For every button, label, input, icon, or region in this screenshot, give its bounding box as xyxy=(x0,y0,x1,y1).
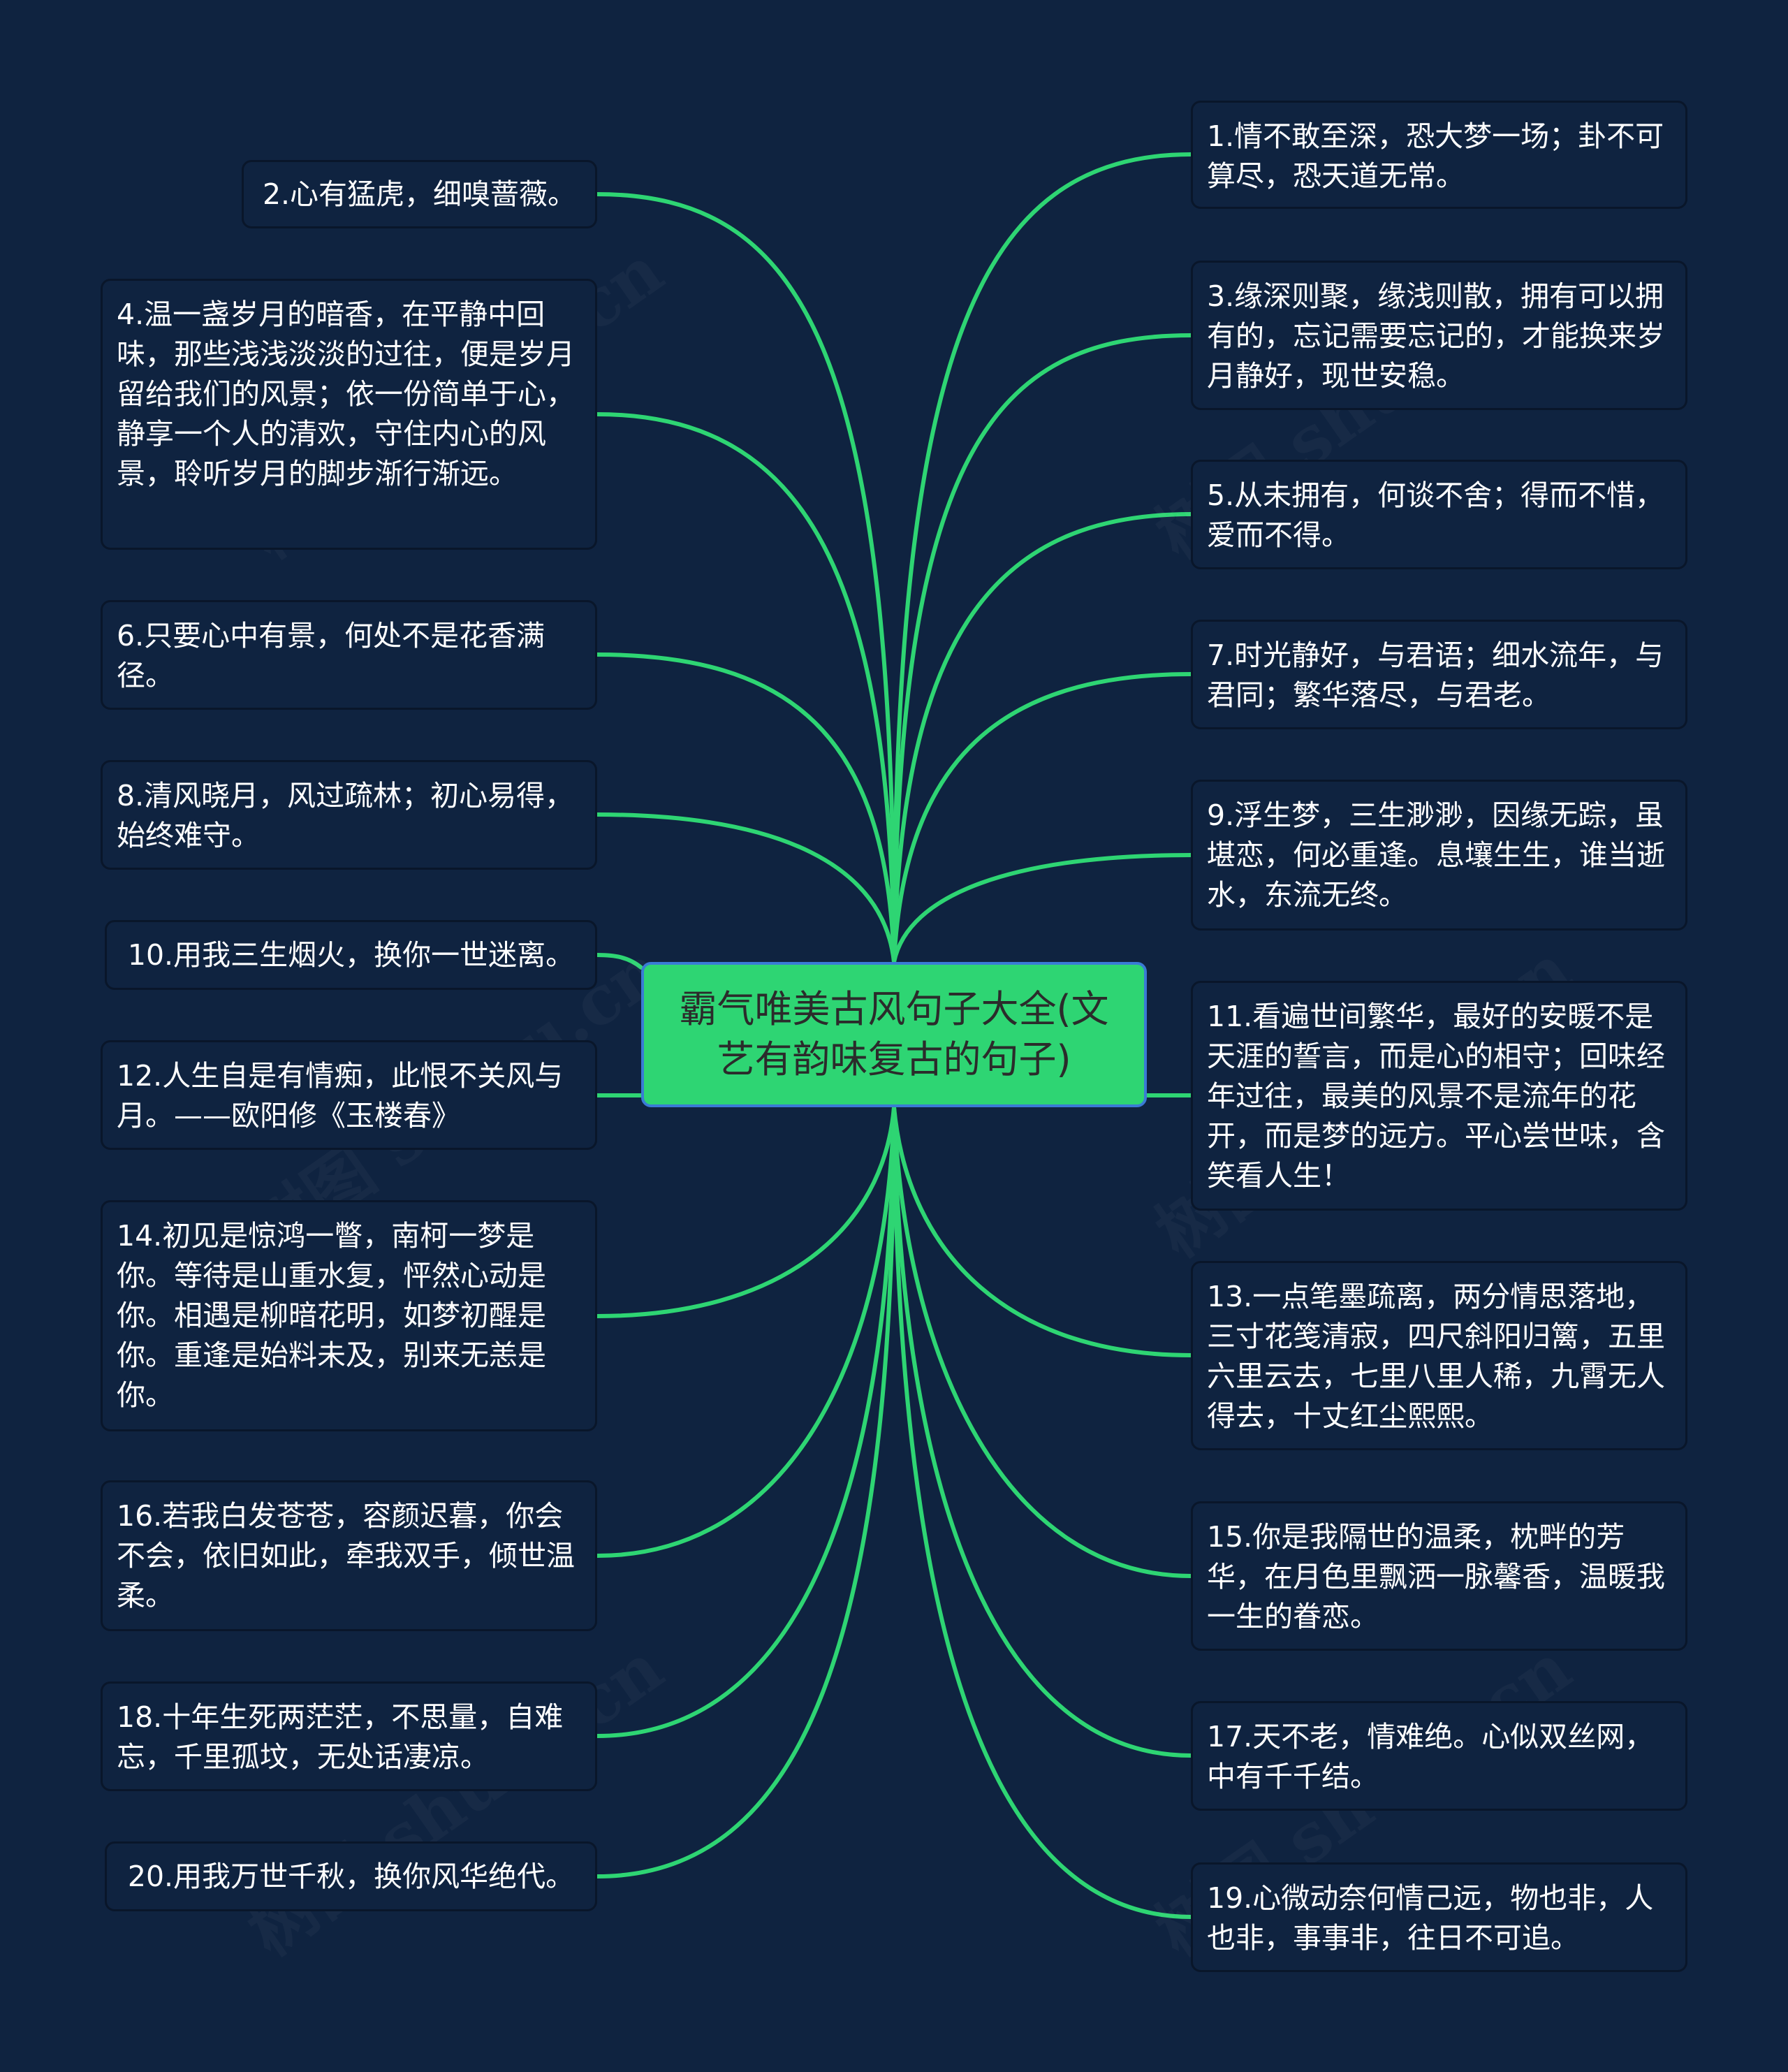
connector-10 xyxy=(595,953,643,970)
node-text: 5.从未拥有，何谈不舍；得而不惜，爱而不得。 xyxy=(1207,479,1664,552)
connector-13 xyxy=(892,1105,1193,1357)
node-text: 18.十年生死两茫茫，不思量，自难忘，千里孤坟，无处话凄凉。 xyxy=(117,1700,564,1774)
node-3[interactable]: 3.缘深则聚，缘浅则散，拥有可以拥有的，忘记需要忘记的，才能换来岁月静好，现世安… xyxy=(1191,261,1687,410)
node-9[interactable]: 9.浮生梦，三生渺渺，因缘无踪，虽堪恋，何必重逢。息壤生生，谁当逝水，东流无终。 xyxy=(1191,780,1687,931)
node-text: 19.心微动奈何情己远，物也非，人也非，事事非，往日不可追。 xyxy=(1207,1881,1654,1955)
central-topic-title: 霸气唯美古风句子大全(文艺有韵味复古的句子) xyxy=(679,987,1109,1081)
node-16[interactable]: 16.若我白发苍苍，容颜迟暮，你会不会，依旧如此，牵我双手，倾世温柔。 xyxy=(101,1480,597,1631)
connector-16 xyxy=(595,1105,896,1558)
node-text: 3.缘深则聚，缘浅则散，拥有可以拥有的，忘记需要忘记的，才能换来岁月静好，现世安… xyxy=(1207,279,1665,393)
node-text: 8.清风晓月，风过疏林；初心易得，始终难守。 xyxy=(117,779,574,852)
connector-15 xyxy=(892,1105,1193,1578)
node-4[interactable]: 4.温一盏岁月的暗香，在平静中回味，那些浅浅淡淡的过往，便是岁月留给我们的风景；… xyxy=(101,279,597,550)
connector-2 xyxy=(595,192,896,964)
connector-18 xyxy=(595,1105,896,1738)
node-text: 20.用我万世千秋，换你风华绝代。 xyxy=(127,1859,575,1893)
node-text: 4.温一盏岁月的暗香，在平静中回味，那些浅浅淡淡的过往，便是岁月留给我们的风景；… xyxy=(117,298,575,490)
node-20[interactable]: 20.用我万世千秋，换你风华绝代。 xyxy=(105,1841,597,1911)
connector-6 xyxy=(595,652,896,964)
node-1[interactable]: 1.情不敢至深，恐大梦一场；卦不可算尽，恐天道无常。 xyxy=(1191,101,1687,209)
node-text: 12.人生自是有情痴，此恨不关风与月。——欧阳修《玉楼春》 xyxy=(117,1059,564,1132)
connector-19 xyxy=(892,1105,1193,1919)
node-text: 1.情不敢至深，恐大梦一场；卦不可算尽，恐天道无常。 xyxy=(1207,119,1664,193)
connector-5 xyxy=(892,512,1193,964)
node-text: 2.心有猛虎，细嗅蔷薇。 xyxy=(262,177,577,211)
node-13[interactable]: 13.一点笔墨疏离，两分情思落地，三寸花笺清寂，四尺斜阳归篱，五里六里云去，七里… xyxy=(1191,1261,1687,1450)
connector-17 xyxy=(892,1105,1193,1758)
connector-3 xyxy=(892,333,1193,964)
node-18[interactable]: 18.十年生死两茫茫，不思量，自难忘，千里孤坟，无处话凄凉。 xyxy=(101,1681,597,1791)
connector-8 xyxy=(595,812,896,964)
node-5[interactable]: 5.从未拥有，何谈不舍；得而不惜，爱而不得。 xyxy=(1191,460,1687,569)
node-7[interactable]: 7.时光静好，与君语；细水流年，与君同；繁华落尽，与君老。 xyxy=(1191,620,1687,729)
node-text: 17.天不老，情难绝。心似双丝网，中有千千结。 xyxy=(1207,1720,1654,1793)
node-12[interactable]: 12.人生自是有情痴，此恨不关风与月。——欧阳修《玉楼春》 xyxy=(101,1040,597,1150)
node-14[interactable]: 14.初见是惊鸿一瞥，南柯一梦是你。等待是山重水复，怦然心动是你。相遇是柳暗花明… xyxy=(101,1200,597,1431)
connector-7 xyxy=(892,672,1193,964)
node-11[interactable]: 11.看遍世间繁华，最好的安暖不是天涯的誓言，而是心的相守；回味经年过往，最美的… xyxy=(1191,981,1687,1211)
node-text: 13.一点笔墨疏离，两分情思落地，三寸花笺清寂，四尺斜阳归篱，五里六里云去，七里… xyxy=(1207,1280,1665,1433)
central-topic-node[interactable]: 霸气唯美古风句子大全(文艺有韵味复古的句子) xyxy=(641,962,1147,1107)
node-19[interactable]: 19.心微动奈何情己远，物也非，人也非，事事非，往日不可追。 xyxy=(1191,1862,1687,1972)
node-text: 10.用我三生烟火，换你一世迷离。 xyxy=(127,937,575,972)
node-text: 15.你是我隔世的温柔，枕畔的芳华，在月色里飘洒一脉馨香，温暖我一生的眷恋。 xyxy=(1207,1520,1665,1633)
node-8[interactable]: 8.清风晓月，风过疏林；初心易得，始终难守。 xyxy=(101,760,597,870)
node-text: 6.只要心中有景，何处不是花香满径。 xyxy=(117,619,545,692)
node-2[interactable]: 2.心有猛虎，细嗅蔷薇。 xyxy=(242,160,597,228)
connector-4 xyxy=(595,412,896,964)
node-17[interactable]: 17.天不老，情难绝。心似双丝网，中有千千结。 xyxy=(1191,1701,1687,1811)
node-text: 7.时光静好，与君语；细水流年，与君同；繁华落尽，与君老。 xyxy=(1207,639,1664,712)
node-10[interactable]: 10.用我三生烟火，换你一世迷离。 xyxy=(105,920,597,990)
node-text: 9.浮生梦，三生渺渺，因缘无踪，虽堪恋，何必重逢。息壤生生，谁当逝水，东流无终。 xyxy=(1207,798,1665,912)
connector-20 xyxy=(595,1105,896,1878)
node-6[interactable]: 6.只要心中有景，何处不是花香满径。 xyxy=(101,600,597,710)
node-15[interactable]: 15.你是我隔世的温柔，枕畔的芳华，在月色里飘洒一脉馨香，温暖我一生的眷恋。 xyxy=(1191,1501,1687,1651)
node-text: 16.若我白发苍苍，容颜迟暮，你会不会，依旧如此，牵我双手，倾世温柔。 xyxy=(117,1499,575,1612)
connector-14 xyxy=(595,1105,896,1318)
node-text: 14.初见是惊鸿一瞥，南柯一梦是你。等待是山重水复，怦然心动是你。相遇是柳暗花明… xyxy=(117,1219,546,1412)
connector-1 xyxy=(892,152,1193,964)
connector-9 xyxy=(892,853,1193,964)
node-text: 11.看遍世间繁华，最好的安暖不是天涯的誓言，而是心的相守；回味经年过往，最美的… xyxy=(1207,1000,1665,1192)
